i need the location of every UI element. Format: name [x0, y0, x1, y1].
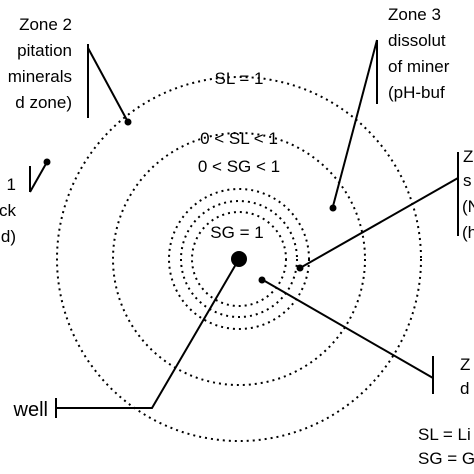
zone2-line-3: minerals — [8, 67, 72, 86]
zone-right-low-line-1: Z — [460, 355, 470, 374]
well-leader — [56, 258, 240, 409]
zone-right-mid-line-1: Z — [463, 147, 473, 166]
zone3-line-2: dissolut — [388, 31, 446, 50]
zone1-leader — [29, 161, 48, 193]
outer-ring — [56, 76, 422, 442]
inner-ring-outer — [168, 188, 310, 330]
zone-right-mid-line-2: s — [463, 171, 472, 190]
zone3-marker — [329, 204, 337, 212]
zone1-marker — [43, 158, 51, 166]
label-sg-1: SG = 1 — [210, 223, 263, 242]
zone-right-mid-line-4: (h — [462, 223, 474, 242]
zone-right-mid-leader — [299, 177, 459, 269]
zone3-leader — [331, 39, 378, 211]
zone2-marker — [124, 118, 132, 126]
label-sl-1: SL = 1 — [215, 69, 264, 88]
zone-right-mid-line-3: (N — [462, 197, 474, 216]
zone2-line-1: Zone 2 — [19, 15, 72, 34]
label-sl-range: 0 < SL < 1 — [200, 129, 278, 148]
inner-ring-middle — [180, 200, 298, 318]
label-sg-range: 0 < SG < 1 — [198, 157, 280, 176]
zone1-line-3: d) — [1, 227, 16, 246]
zone2-line-4: d zone) — [15, 93, 72, 112]
zone-right-mid-marker — [296, 264, 304, 272]
zone1-line-2: ck — [0, 201, 17, 220]
zone2-line-2: pitation — [17, 41, 72, 60]
zone2-leader — [87, 47, 129, 123]
inner-ring — [191, 211, 287, 307]
zone3-line-1: Zone 3 — [388, 5, 441, 24]
middle-ring — [112, 132, 366, 386]
zone-right-low-line-2: d — [460, 379, 469, 398]
zone-right-low-marker — [258, 276, 266, 284]
well-label: well — [13, 399, 48, 421]
legend-line-2: SG = G — [418, 449, 474, 468]
zone1-line-1: 1 — [7, 175, 16, 194]
zone3-line-4: (pH-buf — [388, 83, 445, 102]
zone-right-low-leader — [262, 279, 434, 379]
zone3-line-3: of miner — [388, 57, 450, 76]
legend-line-1: SL = Li — [418, 425, 471, 444]
